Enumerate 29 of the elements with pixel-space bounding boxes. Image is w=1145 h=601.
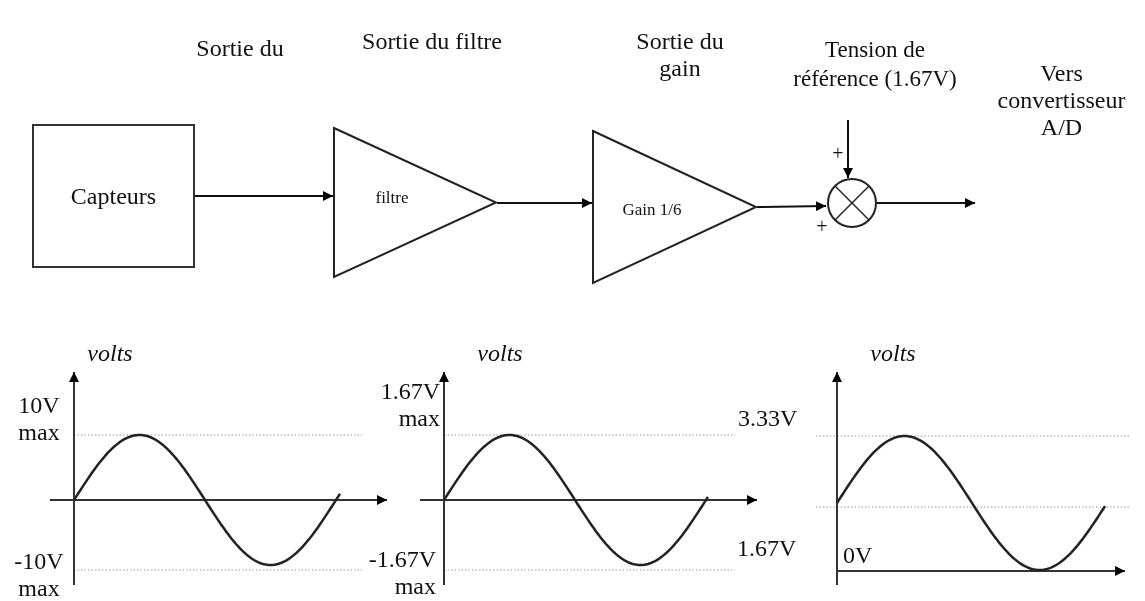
arrow xyxy=(843,119,853,179)
plus-sign: + xyxy=(815,214,829,239)
arrow xyxy=(194,191,334,201)
output-label: Sortie du xyxy=(195,35,285,62)
voltage-label: 10V max xyxy=(17,392,61,446)
axis-label: volts xyxy=(869,340,917,367)
voltage-label: -1.67V max xyxy=(367,546,436,600)
arrow xyxy=(756,201,827,212)
voltage-label: -10V max xyxy=(13,548,65,601)
plus-sign: + xyxy=(831,141,845,166)
output-label: Vers convertisseur A/D xyxy=(996,60,1127,141)
filter-triangle xyxy=(333,127,497,278)
voltage-label: 1.67V xyxy=(737,535,798,562)
voltage-label: 3.33V xyxy=(738,405,799,432)
voltage-label: 0V xyxy=(843,542,874,569)
output-label: Sortie du filtre xyxy=(361,28,502,55)
axis-label: volts xyxy=(86,340,134,367)
sensor-block xyxy=(32,124,195,268)
output-label: Sortie du gain xyxy=(635,28,725,82)
block-label: Gain 1/6 xyxy=(622,199,682,221)
block-label: filtre xyxy=(374,187,410,209)
voltage-label: 1.67V max xyxy=(379,378,440,432)
arrow xyxy=(876,198,976,208)
block-label: Capteurs xyxy=(69,182,158,211)
summing-junction xyxy=(827,178,877,228)
arrow xyxy=(496,198,593,208)
axis-label: volts xyxy=(476,340,524,367)
reference-voltage-text: Tension de référence (1.67V) xyxy=(792,36,958,93)
gain-triangle xyxy=(592,130,757,284)
